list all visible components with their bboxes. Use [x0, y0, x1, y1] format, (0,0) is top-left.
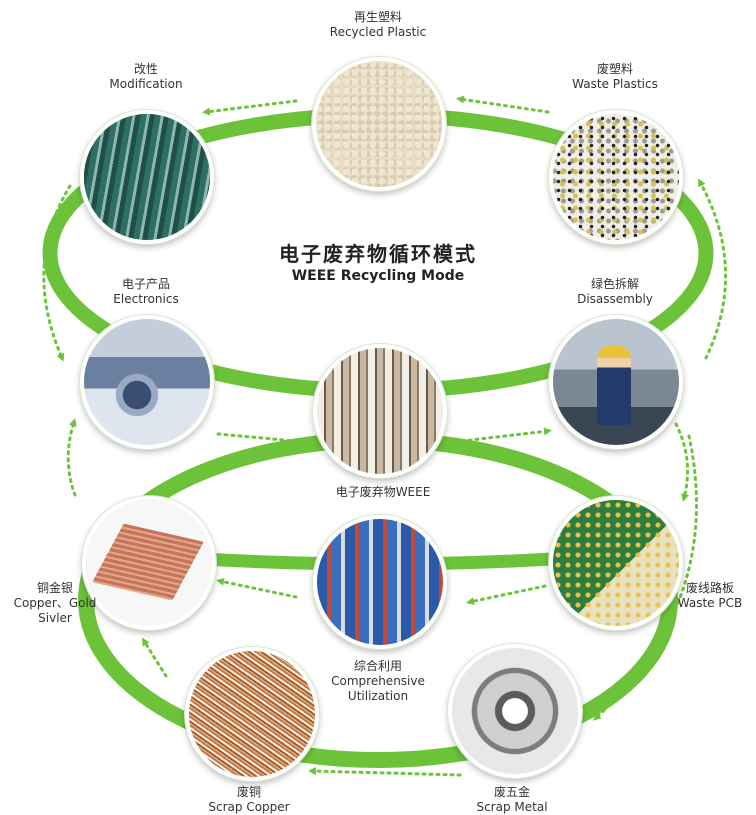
- flow-arrow: [141, 637, 168, 678]
- copper-gold-silver-label: 铜金银 Copper、Gold Sivler: [13, 581, 97, 625]
- scrap-metal-node: [448, 644, 582, 778]
- scrap-metal-label: 废五金 Scrap Metal: [476, 785, 548, 814]
- circuit-board-image: [553, 500, 679, 626]
- diagram-subtitle: WEEE Recycling Mode: [291, 268, 465, 284]
- diagram-title: 电子废弃物循环模式: [279, 242, 477, 266]
- stacked-appliances-image: [317, 348, 443, 474]
- flow-arrow: [593, 434, 699, 721]
- plant-equipment-image: [317, 519, 443, 645]
- flow-arrow: [216, 432, 310, 446]
- worker-image: [553, 319, 679, 445]
- flow-arrow: [698, 178, 727, 360]
- recycled-plastic-label: 再生塑料 Recycled Plastic: [329, 10, 427, 39]
- electronics-label: 电子产品 Electronics: [113, 277, 179, 306]
- appliances-image: [84, 319, 210, 445]
- flow-arrow: [202, 99, 298, 116]
- weee-node: [313, 344, 447, 478]
- scrap-copper-label: 废铜 Scrap Copper: [208, 785, 290, 814]
- scrap-copper-node: [185, 647, 319, 781]
- modification-label: 改性 Modification: [109, 62, 183, 91]
- comprehensive-node: [313, 515, 447, 649]
- waste-pcb-label: 废线路板 Waste PCB: [677, 581, 743, 610]
- electronics-node: [80, 315, 214, 449]
- plastic-flakes-image: [553, 114, 679, 240]
- flow-arrow: [42, 184, 72, 362]
- flow-arrow: [466, 584, 547, 606]
- copper-wire-image: [189, 651, 315, 777]
- flow-arrow: [308, 767, 462, 777]
- waste-plastics-label: 废塑料 Waste Plastics: [572, 62, 658, 91]
- flow-arrow: [460, 427, 552, 443]
- production-line-image: [84, 114, 210, 240]
- motor-part-image: [452, 648, 578, 774]
- disassembly-label: 绿色拆解 Disassembly: [577, 277, 653, 306]
- waste-plastics-node: [549, 110, 683, 244]
- comprehensive-label: 综合利用 Comprehensive Utilization: [331, 659, 425, 703]
- weee-label: 电子废弃物WEEE: [335, 485, 431, 499]
- copper-sheets-image: [86, 500, 212, 626]
- modification-node: [80, 110, 214, 244]
- flow-arrow: [456, 95, 550, 114]
- disassembly-node: [549, 315, 683, 449]
- recycled-plastic-node: [312, 57, 446, 191]
- flow-arrow: [66, 418, 77, 497]
- plastic-pellets-image: [316, 61, 442, 187]
- waste-pcb-node: [549, 496, 683, 630]
- flow-arrow: [674, 422, 690, 502]
- flow-arrow: [216, 577, 298, 599]
- copper-gold-silver-node: [82, 496, 216, 630]
